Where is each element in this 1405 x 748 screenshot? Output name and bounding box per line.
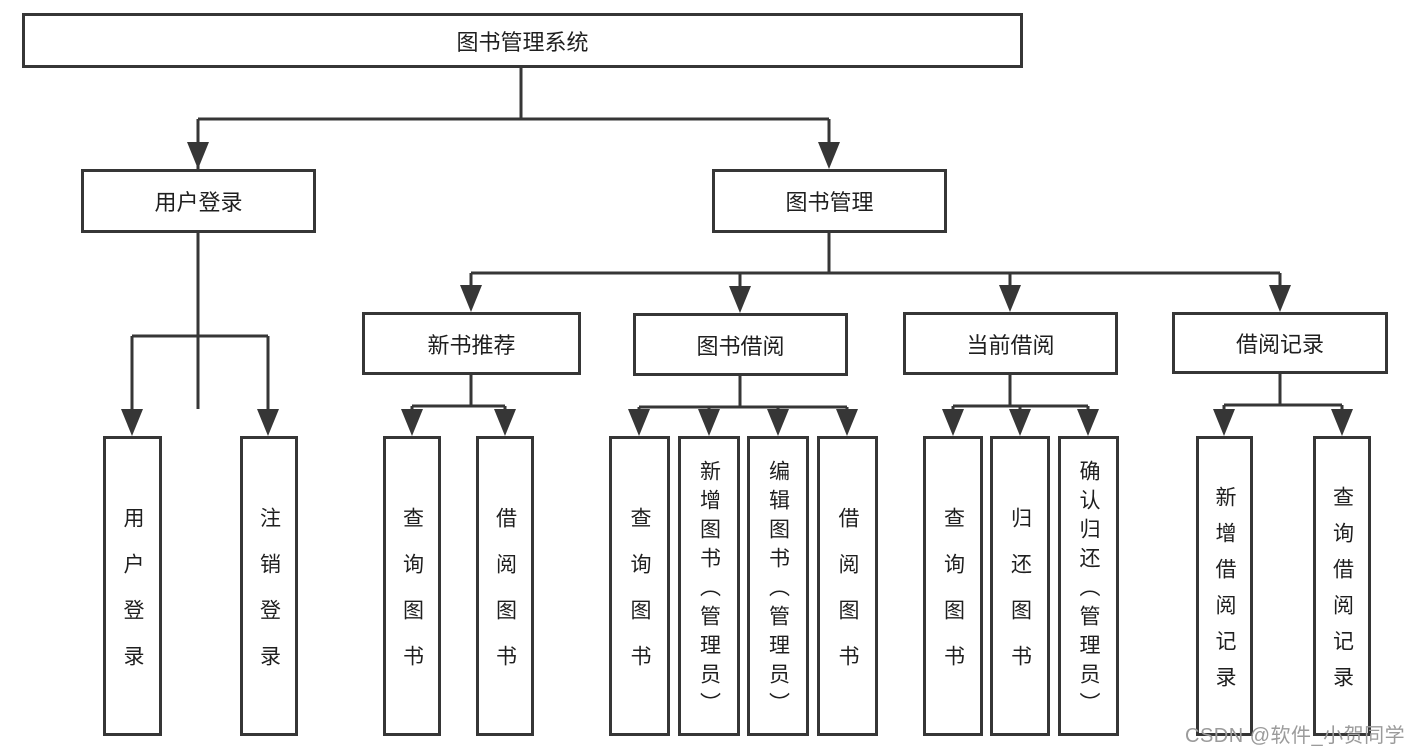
node-label: 图书管理 [785,190,874,215]
node-library-management-system: 图书管理系统 [22,13,1023,68]
leaf-query-books-recommend: 查询图书 [383,436,441,736]
leaf-user-login: 用户登录 [103,436,162,736]
csdn-watermark: CSDN @软件_小贺同学 [1185,725,1405,747]
node-new-book-recommend: 新书推荐 [362,312,581,375]
leaf-query-borrow-record: 查询借阅记录 [1313,436,1371,736]
leaf-query-books-borrowing: 查询图书 [609,436,670,736]
node-current-borrowing: 当前借阅 [903,312,1118,375]
leaf-logout: 注销登录 [240,436,298,736]
leaf-label: 借阅图书 [836,506,859,691]
node-label: 图书借阅 [696,333,785,359]
node-user-login: 用户登录 [81,169,316,233]
leaf-edit-books-admin: 编辑图书（管理员） [747,436,809,736]
leaf-label: 编辑图书（管理员） [766,459,790,721]
leaf-label: 用户登录 [121,506,144,691]
node-book-borrowing: 图书借阅 [633,313,848,376]
leaf-label: 查询借阅记录 [1330,485,1354,702]
node-label: 图书管理系统 [456,29,589,55]
node-book-management: 图书管理 [712,169,947,233]
leaf-add-borrow-record: 新增借阅记录 [1196,436,1253,736]
leaf-return-books: 归还图书 [990,436,1050,736]
leaf-label: 新增借阅记录 [1213,485,1236,702]
leaf-label: 确认归还（管理员） [1077,459,1100,721]
node-label: 当前借阅 [966,332,1055,358]
leaf-label: 注销登录 [257,506,281,691]
leaf-label: 新增图书（管理员） [697,459,721,721]
leaf-query-books-current: 查询图书 [923,436,983,736]
leaf-label: 查询图书 [941,506,965,691]
leaf-label: 查询图书 [400,506,424,691]
node-label: 用户登录 [154,190,243,215]
leaf-label: 查询图书 [628,506,651,691]
node-borrow-records: 借阅记录 [1172,312,1388,374]
leaf-confirm-return-admin: 确认归还（管理员） [1058,436,1119,736]
leaf-add-books-admin: 新增图书（管理员） [678,436,740,736]
leaf-borrow-books-borrowing: 借阅图书 [817,436,878,736]
arrowheads [121,142,1353,436]
leaf-borrow-books-recommend: 借阅图书 [476,436,534,736]
node-label: 新书推荐 [427,332,516,358]
leaf-label: 归还图书 [1008,506,1032,691]
node-label: 借阅记录 [1235,332,1324,357]
leaf-label: 借阅图书 [493,506,517,691]
